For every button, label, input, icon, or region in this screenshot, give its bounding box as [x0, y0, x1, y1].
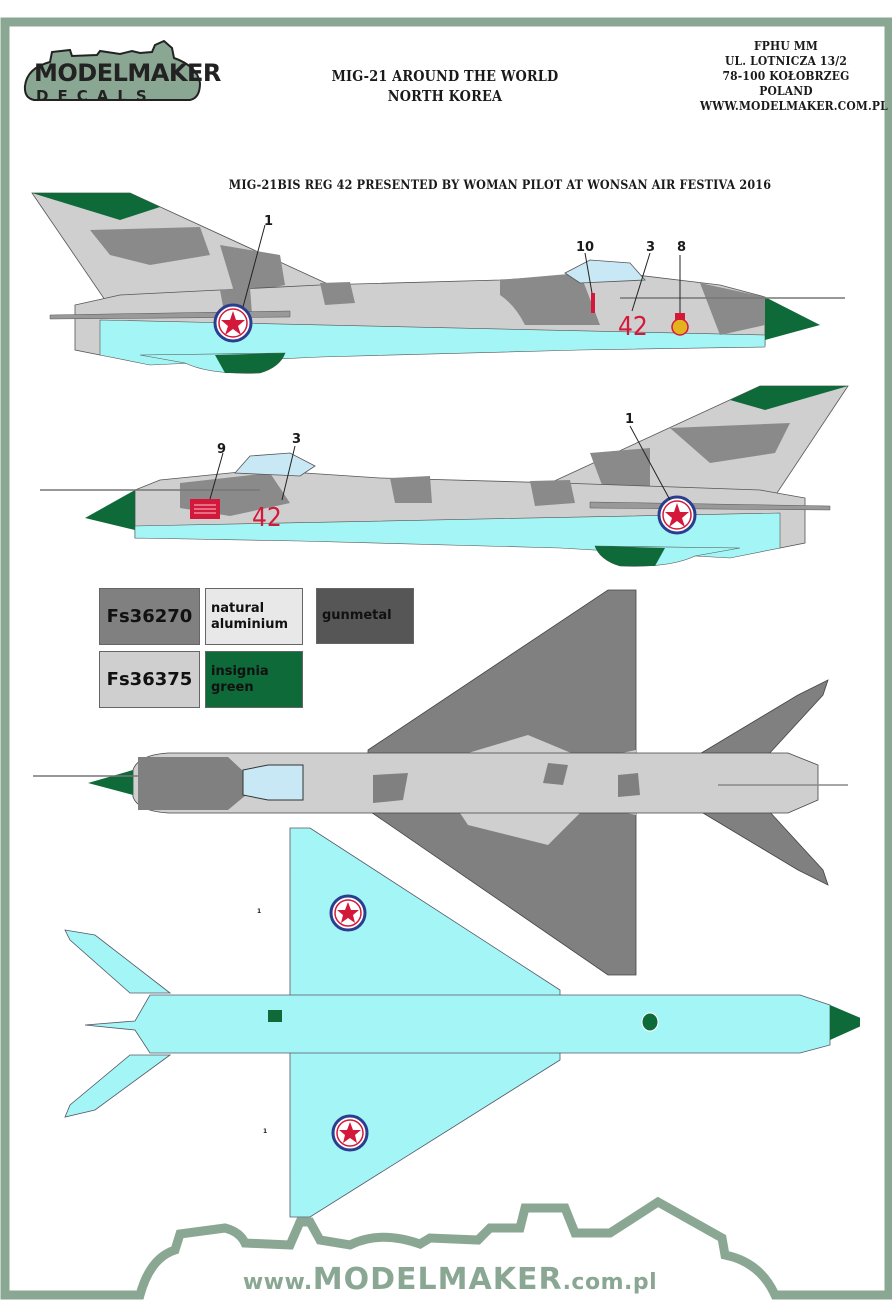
small-mark: 1	[257, 908, 262, 915]
bottom-view	[64, 827, 860, 1218]
callout-label: 9	[217, 442, 227, 457]
logo-word-maker: Maker	[127, 59, 221, 87]
modelmaker-logo	[22, 38, 204, 108]
logo-wordmark: ModelMaker	[34, 59, 221, 87]
top-view	[33, 589, 848, 976]
title-line-1: MIG-21 AROUND THE WORLD	[331, 67, 559, 85]
swatch-fs36270: Fs36270	[99, 588, 200, 645]
swatch-insignia-green: insignia green	[205, 651, 303, 708]
callout-label: 3	[292, 432, 302, 447]
green-panel	[268, 1010, 282, 1022]
emblem-icon	[671, 313, 689, 336]
callout-label: 10	[576, 240, 595, 255]
address-line: POLAND	[759, 83, 813, 98]
swatch-gunmetal: gunmetal	[316, 588, 414, 644]
swatch-natural-aluminium: natural aluminium	[205, 588, 303, 645]
company-address: FPHU MM UL. LOTNICZA 13/2 78-100 KOŁOBRZ…	[700, 38, 888, 113]
logo-word-model: Model	[34, 59, 128, 87]
url-suffix: .com.pl	[562, 1270, 658, 1295]
registration-number: 42	[618, 312, 648, 342]
roundel-icon	[329, 894, 367, 932]
right-side-profile: 42	[40, 385, 849, 567]
url-brand: ModelMaker	[312, 1262, 563, 1297]
roundel-icon	[657, 495, 697, 535]
sheet-title: MIG-21 AROUND THE WORLD NORTH KOREA	[303, 66, 587, 106]
address-line: 78-100 KOŁOBRZEG	[722, 68, 850, 83]
registration-number: 42	[252, 503, 282, 533]
callout-label: 3	[646, 240, 656, 255]
address-line: FPHU MM	[753, 38, 818, 53]
swatch-fs36375: Fs36375	[99, 651, 200, 708]
roundel-icon	[213, 303, 253, 343]
title-line-2: NORTH KOREA	[387, 87, 503, 105]
address-line: UL. LOTNICZA 13/2	[725, 53, 847, 68]
roundel-icon	[331, 1114, 369, 1152]
left-side-profile: 42	[31, 192, 845, 374]
logo-decals: DECALS	[36, 87, 156, 105]
callout-label: 8	[677, 240, 687, 255]
address-line: WWW.MODELMAKER.COM.PL	[700, 98, 888, 113]
logo-skyline-icon	[23, 39, 202, 101]
footer-url: www.ModelMaker.com.pl	[200, 1262, 700, 1297]
url-prefix: www.	[242, 1270, 313, 1295]
callout-label: 1	[625, 412, 635, 427]
aircraft-subtitle: MIG-21BIS REG 42 PRESENTED BY WOMAN PILO…	[228, 178, 772, 193]
small-mark: 1	[263, 1128, 268, 1135]
callout-label: 1	[264, 214, 274, 229]
